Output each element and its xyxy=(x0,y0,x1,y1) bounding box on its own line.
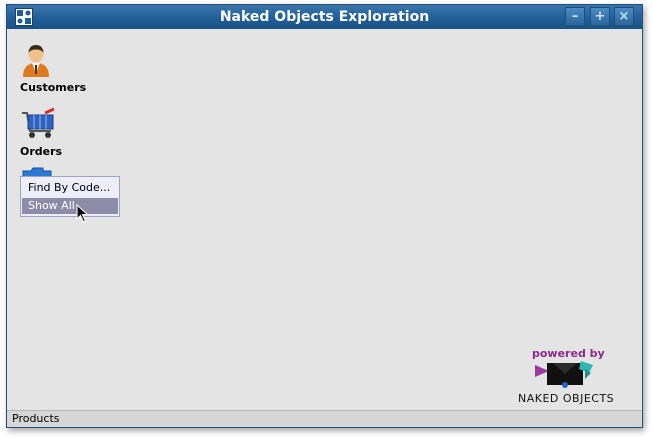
orders-class[interactable]: Orders xyxy=(20,107,100,158)
shopping-cart-icon xyxy=(22,107,55,138)
menu-item-find-by-code[interactable]: Find By Code... xyxy=(28,181,111,194)
menu-item-show-all[interactable]: Show All xyxy=(22,198,118,214)
app-logo-icon xyxy=(15,8,33,26)
close-button[interactable]: × xyxy=(614,7,634,26)
window-title: Naked Objects Exploration xyxy=(219,9,430,25)
minimize-button[interactable]: – xyxy=(565,7,585,26)
naked-objects-emblem xyxy=(535,361,593,388)
powered-by-text: powered by xyxy=(532,347,605,360)
class-popup-menu: Find By Code... Show All xyxy=(20,176,120,217)
customer-icon xyxy=(23,45,49,77)
naked-objects-text: NAKED OBJECTS xyxy=(518,392,615,405)
customers-label: Customers xyxy=(20,81,87,94)
powered-by-logo: powered by NAKED OBJECTS xyxy=(507,347,627,409)
mouse-cursor-icon xyxy=(76,204,89,223)
desktop-area: Customers Orders powered by xyxy=(7,29,642,411)
customers-class[interactable]: Customers xyxy=(20,43,100,94)
status-bar: Products xyxy=(7,410,642,427)
title-bar[interactable]: Naked Objects Exploration – + × xyxy=(7,5,642,29)
orders-label: Orders xyxy=(20,145,63,158)
maximize-button[interactable]: + xyxy=(590,7,610,26)
app-window: Naked Objects Exploration – + × Customer… xyxy=(6,4,643,428)
